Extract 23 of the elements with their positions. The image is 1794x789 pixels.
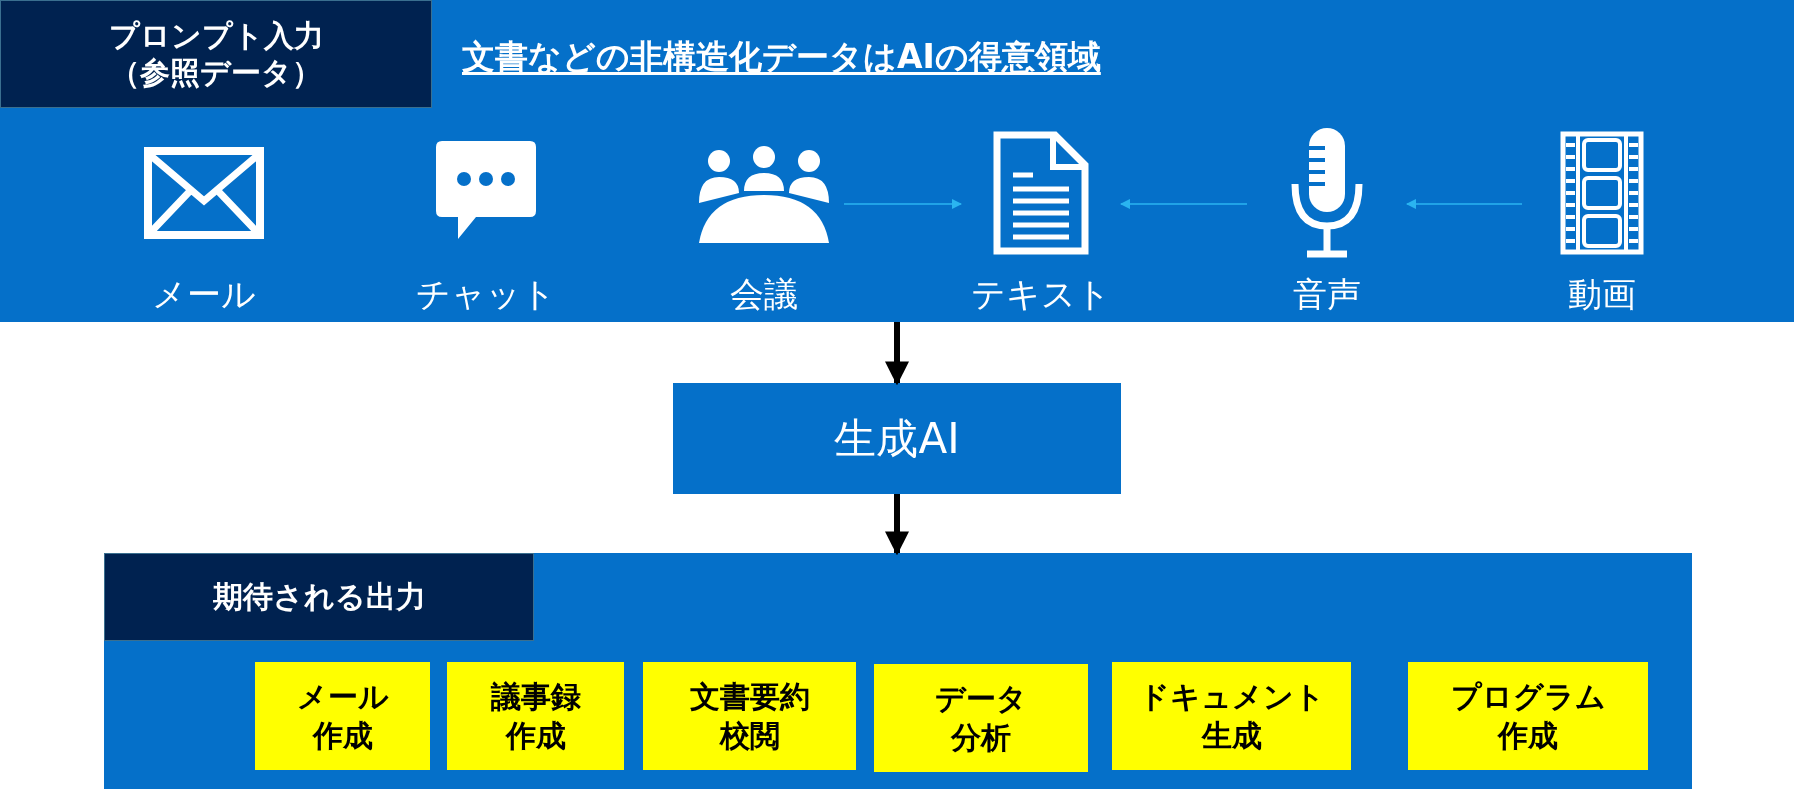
media-label: チャット — [416, 272, 556, 315]
output-box: 文書要約校閲 — [643, 662, 856, 770]
media-label: テキスト — [971, 272, 1111, 315]
output-box: プログラム作成 — [1408, 662, 1648, 770]
output-box: データ分析 — [874, 664, 1088, 772]
header-tab: 期待される出力 — [104, 553, 534, 641]
process-box: 生成AI — [673, 383, 1121, 494]
panel-background — [104, 553, 1692, 789]
media-label: 会議 — [730, 272, 798, 315]
panel-background — [0, 0, 1794, 322]
output-box: メール作成 — [255, 662, 430, 770]
media-label: 動画 — [1568, 272, 1636, 315]
arrow — [885, 322, 909, 386]
arrow — [885, 494, 909, 556]
arrow — [1119, 198, 1248, 210]
output-box: 議事録作成 — [447, 662, 624, 770]
arrow — [843, 198, 963, 210]
panel-title: 文書などの非構造化データはAIの得意領域 — [462, 36, 1101, 78]
media-label: 音声 — [1293, 272, 1361, 315]
output-box: ドキュメント生成 — [1112, 662, 1351, 770]
media-label: メール — [152, 272, 256, 315]
arrow — [1405, 198, 1523, 210]
header-tab: プロンプト入力（参照データ） — [0, 0, 432, 108]
